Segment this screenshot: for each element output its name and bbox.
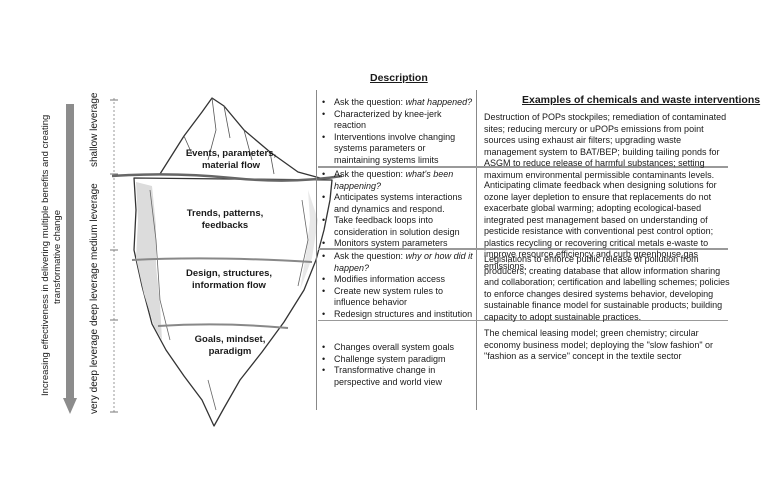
example-shallow: Destruction of POPs stockpiles; remediat… [484,112,730,181]
description-medium-prompt: Ask the question: what's been happening? [322,169,474,192]
iceberg-level-1-line1: Events, parameters, [176,148,286,160]
description-deep-prompt: Ask the question: why or how did it happ… [322,251,474,274]
description-shallow-item-2: Interventions involve changing systems p… [322,132,474,167]
leverage-label-very-deep: very deep leverage [89,329,100,414]
iceberg-level-2: Trends, patterns, feedbacks [170,208,280,232]
column-divider-right [476,90,477,410]
description-deep-item-1: Modifies information access [322,274,474,286]
description-deep-item-2: Create new system rules to influence beh… [322,286,474,309]
description-very-deep-item-1: Changes overall system goals [322,342,474,354]
iceberg-level-2-line1: Trends, patterns, [170,208,280,220]
iceberg-level-4-line1: Goals, mindset, [180,334,280,346]
description-medium-item-1: Anticipates systems interactions and dyn… [322,192,474,215]
description-very-deep-item-2: Challenge system paradigm [322,354,474,366]
description-shallow: Ask the question: what happened? Charact… [322,97,474,166]
leverage-label-shallow: shallow leverage [89,93,100,168]
iceberg-level-3-line1: Design, structures, [170,268,288,280]
description-deep-item-3: Redesign structures and institution [322,309,474,321]
description-medium-item-3: Monitors system parameters [322,238,474,250]
description-very-deep-item-3: Transformative change in perspective and… [322,365,474,388]
example-deep: Legislations to enforce public release o… [484,254,730,323]
example-very-deep: The chemical leasing model; green chemis… [484,328,730,363]
effectiveness-arrow [63,104,79,416]
description-header: Description [370,72,428,84]
axis-label-line1: Increasing effectiveness in delivering m… [40,115,51,396]
description-shallow-item-1: Characterized by knee-jerk reaction [322,109,474,132]
iceberg-level-3: Design, structures, information flow [170,268,288,292]
axis-label-line2: transformative change [52,210,63,304]
iceberg-level-3-line2: information flow [170,280,288,292]
leverage-label-medium: medium leverage [89,183,100,260]
iceberg-illustration [112,90,342,440]
description-medium: Ask the question: what's been happening?… [322,169,474,250]
iceberg-level-1: Events, parameters, material flow [176,148,286,172]
description-shallow-prompt: Ask the question: what happened? [322,97,474,109]
description-deep: Ask the question: why or how did it happ… [322,251,474,320]
iceberg-level-2-line2: feedbacks [170,220,280,232]
leverage-label-deep: deep leverage [89,263,100,326]
column-divider-left [316,90,317,410]
iceberg-level-4-line2: paradigm [180,346,280,358]
description-medium-item-2: Take feedback loops into consideration i… [322,215,474,238]
iceberg-level-4: Goals, mindset, paradigm [180,334,280,358]
examples-header: Examples of chemicals and waste interven… [522,94,760,106]
description-very-deep: Changes overall system goals Challenge s… [322,342,474,388]
iceberg-level-1-line2: material flow [176,160,286,172]
